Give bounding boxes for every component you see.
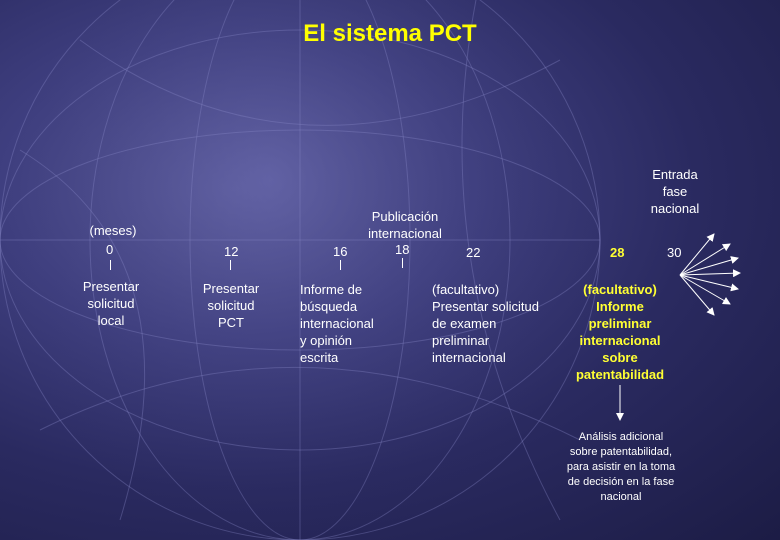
page-title: El sistema PCT — [303, 20, 477, 47]
tick-mark-18 — [402, 258, 403, 268]
analisis-text: Análisis adicional sobre patentabilidad,… — [566, 431, 676, 503]
tick-30: 30 — [667, 245, 682, 260]
tick-28: 28 — [610, 245, 625, 260]
national-phase-fan — [679, 233, 741, 316]
step-local: Presentar solicitud local — [82, 279, 140, 328]
tick-16: 16 — [333, 244, 348, 259]
publicacion-label: Publicación internacional — [368, 209, 442, 241]
tick-22: 22 — [466, 245, 481, 260]
months-label: (meses) — [89, 223, 137, 238]
step-examen: (facultativo) Presentar solicitud de exa… — [432, 282, 539, 365]
tick-mark-16 — [340, 260, 341, 270]
entrada-label: Entrada fase nacional — [650, 167, 700, 216]
tick-mark-12 — [230, 260, 231, 270]
tick-mark-0 — [110, 260, 111, 270]
tick-18: 18 — [395, 242, 410, 257]
step-pct: Presentar solicitud PCT — [202, 281, 260, 330]
step-informe: Informe de búsqueda internacional y opin… — [300, 282, 374, 365]
tick-0: 0 — [106, 242, 114, 257]
step-iprp: (facultativo) Informe preliminar interna… — [575, 282, 665, 382]
tick-12: 12 — [224, 244, 239, 259]
